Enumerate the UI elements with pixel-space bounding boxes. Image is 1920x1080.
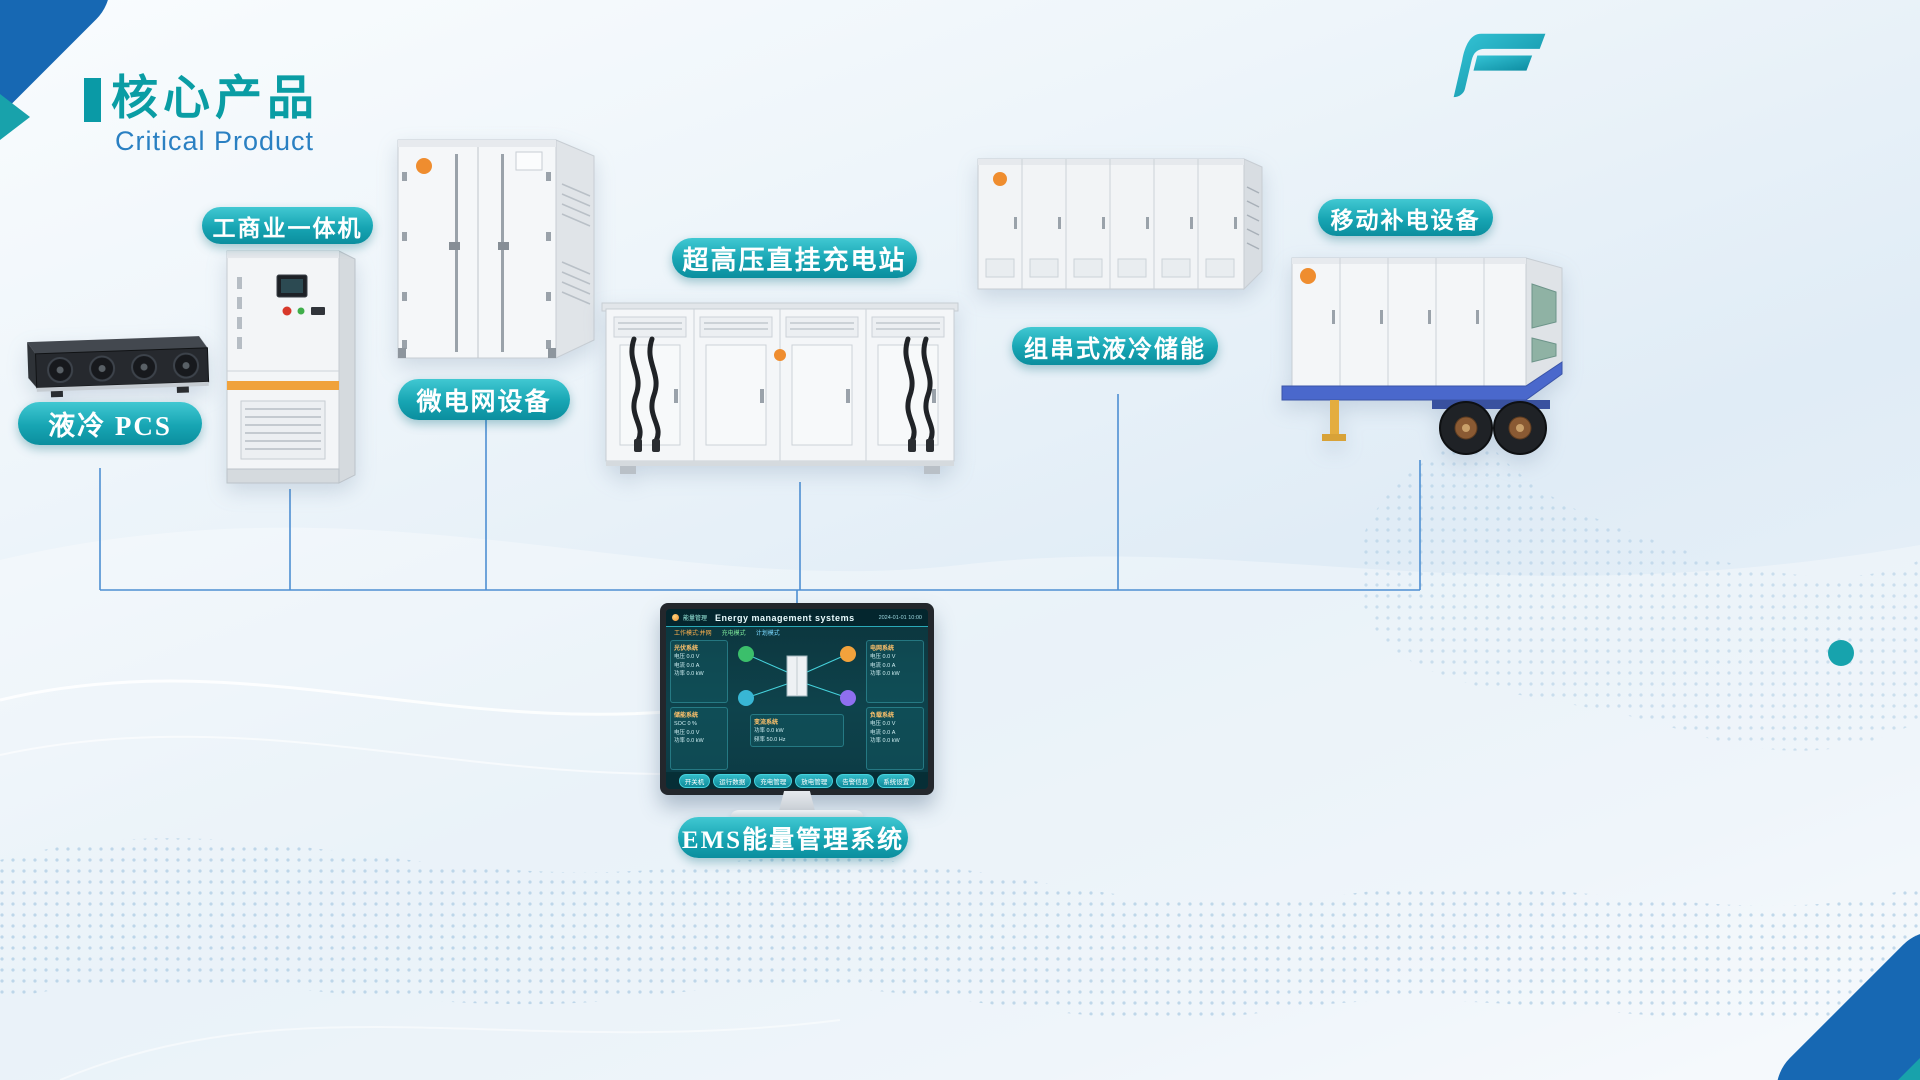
ems-title: Energy management systems [715,612,855,623]
ems-topology: 变流系统 功率 0.0 kW 频率 50.0 Hz [732,640,862,770]
product-liquid-cooled-pcs [23,330,211,402]
ems-mode-plan: 计划模式 [755,631,780,637]
ems-button: 运行数据 [713,773,752,788]
title-block: 核心产品 Critical Product [84,72,319,157]
ems-screen: 能量管理 Energy management systems 2024-01-0… [666,609,928,789]
panel-converter: 变流系统 功率 0.0 kW 频率 50.0 Hz [750,714,844,748]
label-charging-station: 超高压直挂充电站 [672,238,917,278]
ems-button: 开关机 [678,773,711,788]
product-charging-station [600,293,961,488]
ems-datetime: 2024-01-01 10:00 [878,614,922,621]
panel-storage: 储能系统 SOC 0 % 电压 0.0 V 功率 0.0 kW [670,707,728,770]
ems-body: 光伏系统 电压 0.0 V 电流 0.0 A 功率 0.0 kW 储能系统 SO… [666,638,928,772]
page-title: 核心产品 [111,71,319,124]
ems-button: 系统设置 [877,773,916,788]
product-string-storage [974,147,1265,303]
panel-load: 负载系统 电压 0.0 V 电流 0.0 A 功率 0.0 kW [866,707,924,770]
topology-diagram [738,646,856,706]
label-microgrid: 微电网设备 [398,379,570,420]
label-liquid-cooled-pcs: 液冷 PCS [18,402,202,445]
panel-grid: 电网系统 电压 0.0 V 电流 0.0 A 功率 0.0 kW [866,640,924,703]
ems-right-column: 电网系统 电压 0.0 V 电流 0.0 A 功率 0.0 kW 负载系统 电压… [866,640,924,770]
ems-screen-header: 能量管理 Energy management systems 2024-01-0… [666,609,928,627]
page-subtitle: Critical Product [115,125,315,156]
accent-dot [1828,640,1854,666]
monitor-frame: 能量管理 Energy management systems 2024-01-0… [660,603,934,795]
product-mobile-power-trailer [1274,250,1565,466]
product-all-in-one-cabinet [221,241,361,491]
product-microgrid-container [394,122,600,368]
label-ems-system: EMS能量管理系统 [678,817,908,858]
panel-pv: 光伏系统 电压 0.0 V 电流 0.0 A 功率 0.0 kW [670,640,728,703]
ems-logo-icon [672,614,679,621]
ems-brand: 能量管理 [683,616,708,622]
ems-button: 告警信息 [836,773,875,788]
ems-monitor: 能量管理 Energy management systems 2024-01-0… [660,603,934,863]
ems-left-column: 光伏系统 电压 0.0 V 电流 0.0 A 功率 0.0 kW 储能系统 SO… [670,640,728,770]
ems-mode-row: 工作模式:并网 充电模式 计划模式 [666,627,928,638]
label-mobile-power: 移动补电设备 [1318,199,1493,236]
label-all-in-one: 工商业一体机 [202,207,373,244]
ems-mode-charge: 充电模式 [721,631,746,637]
ems-mode-work: 工作模式:并网 [674,631,712,637]
label-string-storage: 组串式液冷储能 [1012,327,1218,365]
ems-button: 放电管理 [795,773,834,788]
title-accent-bar [84,78,101,122]
brand-logo-icon [1453,33,1546,98]
ems-button-bar: 开关机 运行数据 充电管理 放电管理 告警信息 系统设置 [666,772,928,789]
ems-button: 充电管理 [754,773,793,788]
